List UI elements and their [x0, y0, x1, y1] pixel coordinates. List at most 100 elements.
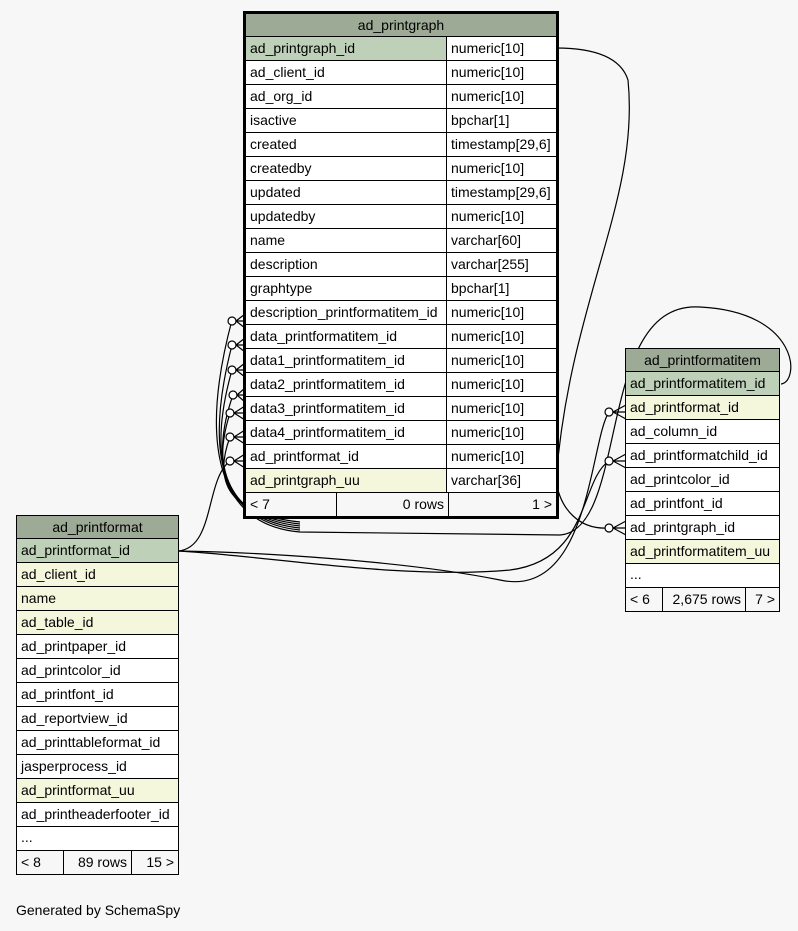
edge-child-format [177, 460, 610, 573]
column-row[interactable]: ad_printformatitem_uu [626, 540, 779, 564]
column-name: ad_printgraph_id [246, 37, 446, 60]
column-name: ad_client_id [250, 64, 325, 80]
column-type: varchar[60] [446, 229, 556, 252]
column-row[interactable]: ad_printfont_id [17, 683, 178, 707]
footer-prev[interactable]: < 7 [250, 496, 270, 512]
column-name: name [17, 587, 178, 610]
column-row[interactable]: ad_printpaper_id [17, 635, 178, 659]
column-name: jasperprocess_id [21, 758, 127, 774]
column-row[interactable]: ad_printformat_uu [17, 779, 178, 803]
footer-rows: 2,675 rows [662, 588, 746, 611]
column-row[interactable]: description_printformatitem_id numeric[10… [246, 301, 556, 325]
column-type: numeric[10] [446, 421, 556, 444]
edge-data2-item [222, 394, 301, 527]
footer-next[interactable]: 7 > [755, 591, 775, 607]
column-row[interactable]: ad_printcolor_id [626, 468, 779, 492]
column-row[interactable]: jasperprocess_id [17, 755, 178, 779]
footer-prev[interactable]: < 6 [630, 591, 650, 607]
table-title[interactable]: ad_printformat [17, 516, 178, 539]
column-row[interactable]: ad_printfont_id [626, 492, 779, 516]
column-name: data3_printformatitem_id [250, 400, 405, 416]
table-footer: < 6 2,675 rows 7 > [626, 588, 779, 611]
column-row[interactable]: updated timestamp[29,6] [246, 181, 556, 205]
column-row[interactable]: ad_printcolor_id [17, 659, 178, 683]
column-row[interactable]: data3_printformatitem_id numeric[10] [246, 397, 556, 421]
column-name: description_printformatitem_id [250, 304, 438, 320]
column-type: numeric[10] [446, 157, 556, 180]
column-name: ad_printformatitem_id [626, 372, 779, 395]
column-row[interactable]: ad_printformatitem_id [626, 372, 779, 396]
column-name: isactive [250, 112, 297, 128]
column-type: numeric[10] [446, 397, 556, 420]
column-type: numeric[10] [446, 37, 556, 60]
column-row[interactable]: ad_printheaderfooter_id [17, 803, 178, 827]
column-type: numeric[10] [446, 373, 556, 396]
column-name: description [250, 256, 318, 272]
column-name: ad_printcolor_id [630, 471, 730, 487]
column-name: data4_printformatitem_id [250, 424, 405, 440]
column-row[interactable]: ad_column_id [626, 420, 779, 444]
column-type: bpchar[1] [446, 109, 556, 132]
column-row[interactable]: createdby numeric[10] [246, 157, 556, 181]
footer-prev[interactable]: < 8 [21, 854, 41, 870]
column-row[interactable]: ad_printformat_id [17, 539, 178, 563]
column-name: ad_client_id [17, 563, 178, 586]
column-row[interactable]: data4_printformatitem_id numeric[10] [246, 421, 556, 445]
column-name: ad_printcolor_id [21, 662, 121, 678]
footer-next[interactable]: 15 > [146, 854, 174, 870]
column-name: ad_printformat_uu [17, 779, 178, 802]
column-name: data_printformatitem_id [250, 328, 398, 344]
column-row[interactable]: ad_table_id [17, 611, 178, 635]
column-name: ad_printformatchild_id [630, 447, 768, 463]
edge-graph-format [177, 460, 231, 552]
column-name: ad_org_id [250, 88, 313, 104]
column-name: data2_printformatitem_id [250, 376, 405, 392]
column-name: updated [250, 184, 301, 200]
edge-data3-item [222, 412, 301, 525]
column-type: timestamp[29,6] [446, 133, 556, 156]
column-type: numeric[10] [446, 349, 556, 372]
footer-next[interactable]: 1 > [532, 496, 552, 512]
table-title[interactable]: ad_printformatitem [626, 349, 779, 372]
column-name: ad_printgraph_id [630, 519, 736, 535]
column-row[interactable]: ad_client_id [17, 563, 178, 587]
table-ad-printformatitem[interactable]: ad_printformatitem ad_printformatitem_id… [625, 348, 780, 612]
column-row[interactable]: isactive bpchar[1] [246, 109, 556, 133]
table-title[interactable]: ad_printgraph [246, 14, 556, 37]
column-type: timestamp[29,6] [446, 181, 556, 204]
column-row[interactable]: created timestamp[29,6] [246, 133, 556, 157]
column-name: ad_printtableformat_id [21, 734, 161, 750]
column-row[interactable]: ad_printtableformat_id [17, 731, 178, 755]
column-row[interactable]: ad_printgraph_id [626, 516, 779, 540]
table-footer: < 7 0 rows 1 > [246, 493, 556, 516]
more-columns: ... [17, 827, 178, 851]
column-type: numeric[10] [446, 301, 556, 324]
column-name: ad_reportview_id [21, 710, 128, 726]
column-name: created [250, 136, 297, 152]
column-name: createdby [250, 160, 312, 176]
column-row[interactable]: data2_printformatitem_id numeric[10] [246, 373, 556, 397]
column-name: ad_table_id [17, 611, 178, 634]
table-footer: < 8 89 rows 15 > [17, 851, 178, 874]
column-name: ad_printformat_id [626, 396, 779, 419]
column-row[interactable]: ad_printformat_id [626, 396, 779, 420]
column-row[interactable]: name varchar[60] [246, 229, 556, 253]
more-columns: ... [626, 564, 779, 588]
column-row[interactable]: ad_printformatchild_id [626, 444, 779, 468]
column-name: name [250, 232, 286, 248]
column-row[interactable]: name [17, 587, 178, 611]
column-row[interactable]: ad_reportview_id [17, 707, 178, 731]
